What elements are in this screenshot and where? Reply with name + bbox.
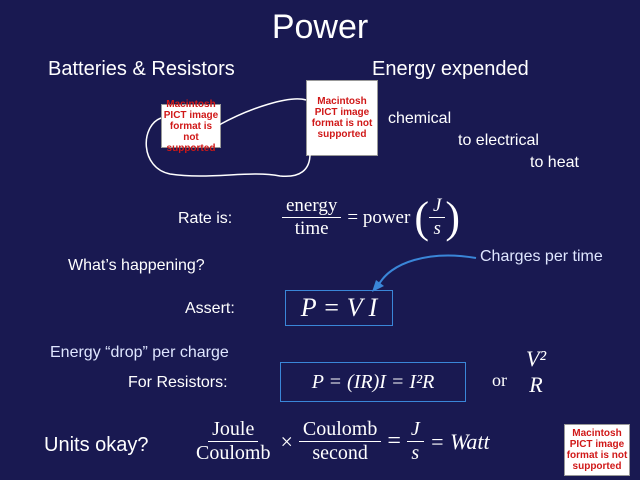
joule-per-second: J s [428,195,446,240]
v-squared: V² [526,346,547,371]
pict-text: Macintosh PICT image format is not suppo… [311,96,373,140]
conversion-chemical: chemical [388,110,452,127]
joule-per-coulomb: Joule Coulomb [192,418,274,465]
subtitle-batteries-resistors: Batteries & Resistors [48,58,235,80]
joule-label: Joule [208,418,259,442]
r-label: R [529,372,543,397]
slide-title: Power [271,8,369,46]
assert-label: Assert: [185,300,235,317]
charges-per-time: Charges per time [480,248,603,265]
equals-power: = power [347,206,411,228]
energy-over-time: energy time [282,195,342,240]
j-over-s: J s [406,418,424,465]
equals-sign: = [387,428,401,454]
resistor-equation-box: P = (IR)I = I²R [280,362,466,402]
pict-text: Macintosh PICT image format is not suppo… [566,428,628,472]
coulomb-num-label: Coulomb [298,418,382,442]
units-label: Units okay? [44,434,149,456]
s-label: s [411,442,420,464]
rate-label: Rate is: [178,210,233,227]
assert-equation: P = V I [300,293,378,322]
watt-result: = Watt [429,428,490,454]
resistor-equation: P = (IR)I = I²R [311,371,435,393]
whats-happening: What’s happening? [68,257,205,274]
time-label: time [294,218,329,239]
subtitle-energy-expended: Energy expended [372,58,529,80]
rate-equation: energy time = power ( J s ) [282,192,460,243]
or-text: or [492,370,507,390]
energy-drop-label: Energy “drop” per charge [50,344,229,361]
v-squared-over-r: V² R [522,346,550,398]
for-resistors-label: For Resistors: [128,374,228,391]
assert-equation-box: P = V I [285,290,393,326]
j-label: J [406,418,424,442]
times-sign: × [280,428,293,454]
coulomb-per-second: Coulomb second [298,418,382,465]
units-equation: Joule Coulomb × Coulomb second = J s = W… [192,418,490,465]
conversion-electrical: to electrical [458,132,539,149]
right-paren: ) [445,193,461,242]
unit-j: J [428,195,446,218]
left-paren: ( [414,193,429,242]
pict-text: Macintosh PICT image format is not suppo… [163,98,219,154]
energy-label: energy [282,195,342,218]
pict-placeholder-battery: Macintosh PICT image format is not suppo… [306,80,378,156]
alt-equation: V² R [522,346,550,398]
unit-s: s [433,218,441,239]
conversion-heat: to heat [530,154,579,171]
pict-placeholder-small: Macintosh PICT image format is not suppo… [161,99,221,154]
second-label: second [312,442,368,464]
pict-placeholder-corner: Macintosh PICT image format is not suppo… [564,424,630,476]
coulomb-label: Coulomb [196,442,271,464]
